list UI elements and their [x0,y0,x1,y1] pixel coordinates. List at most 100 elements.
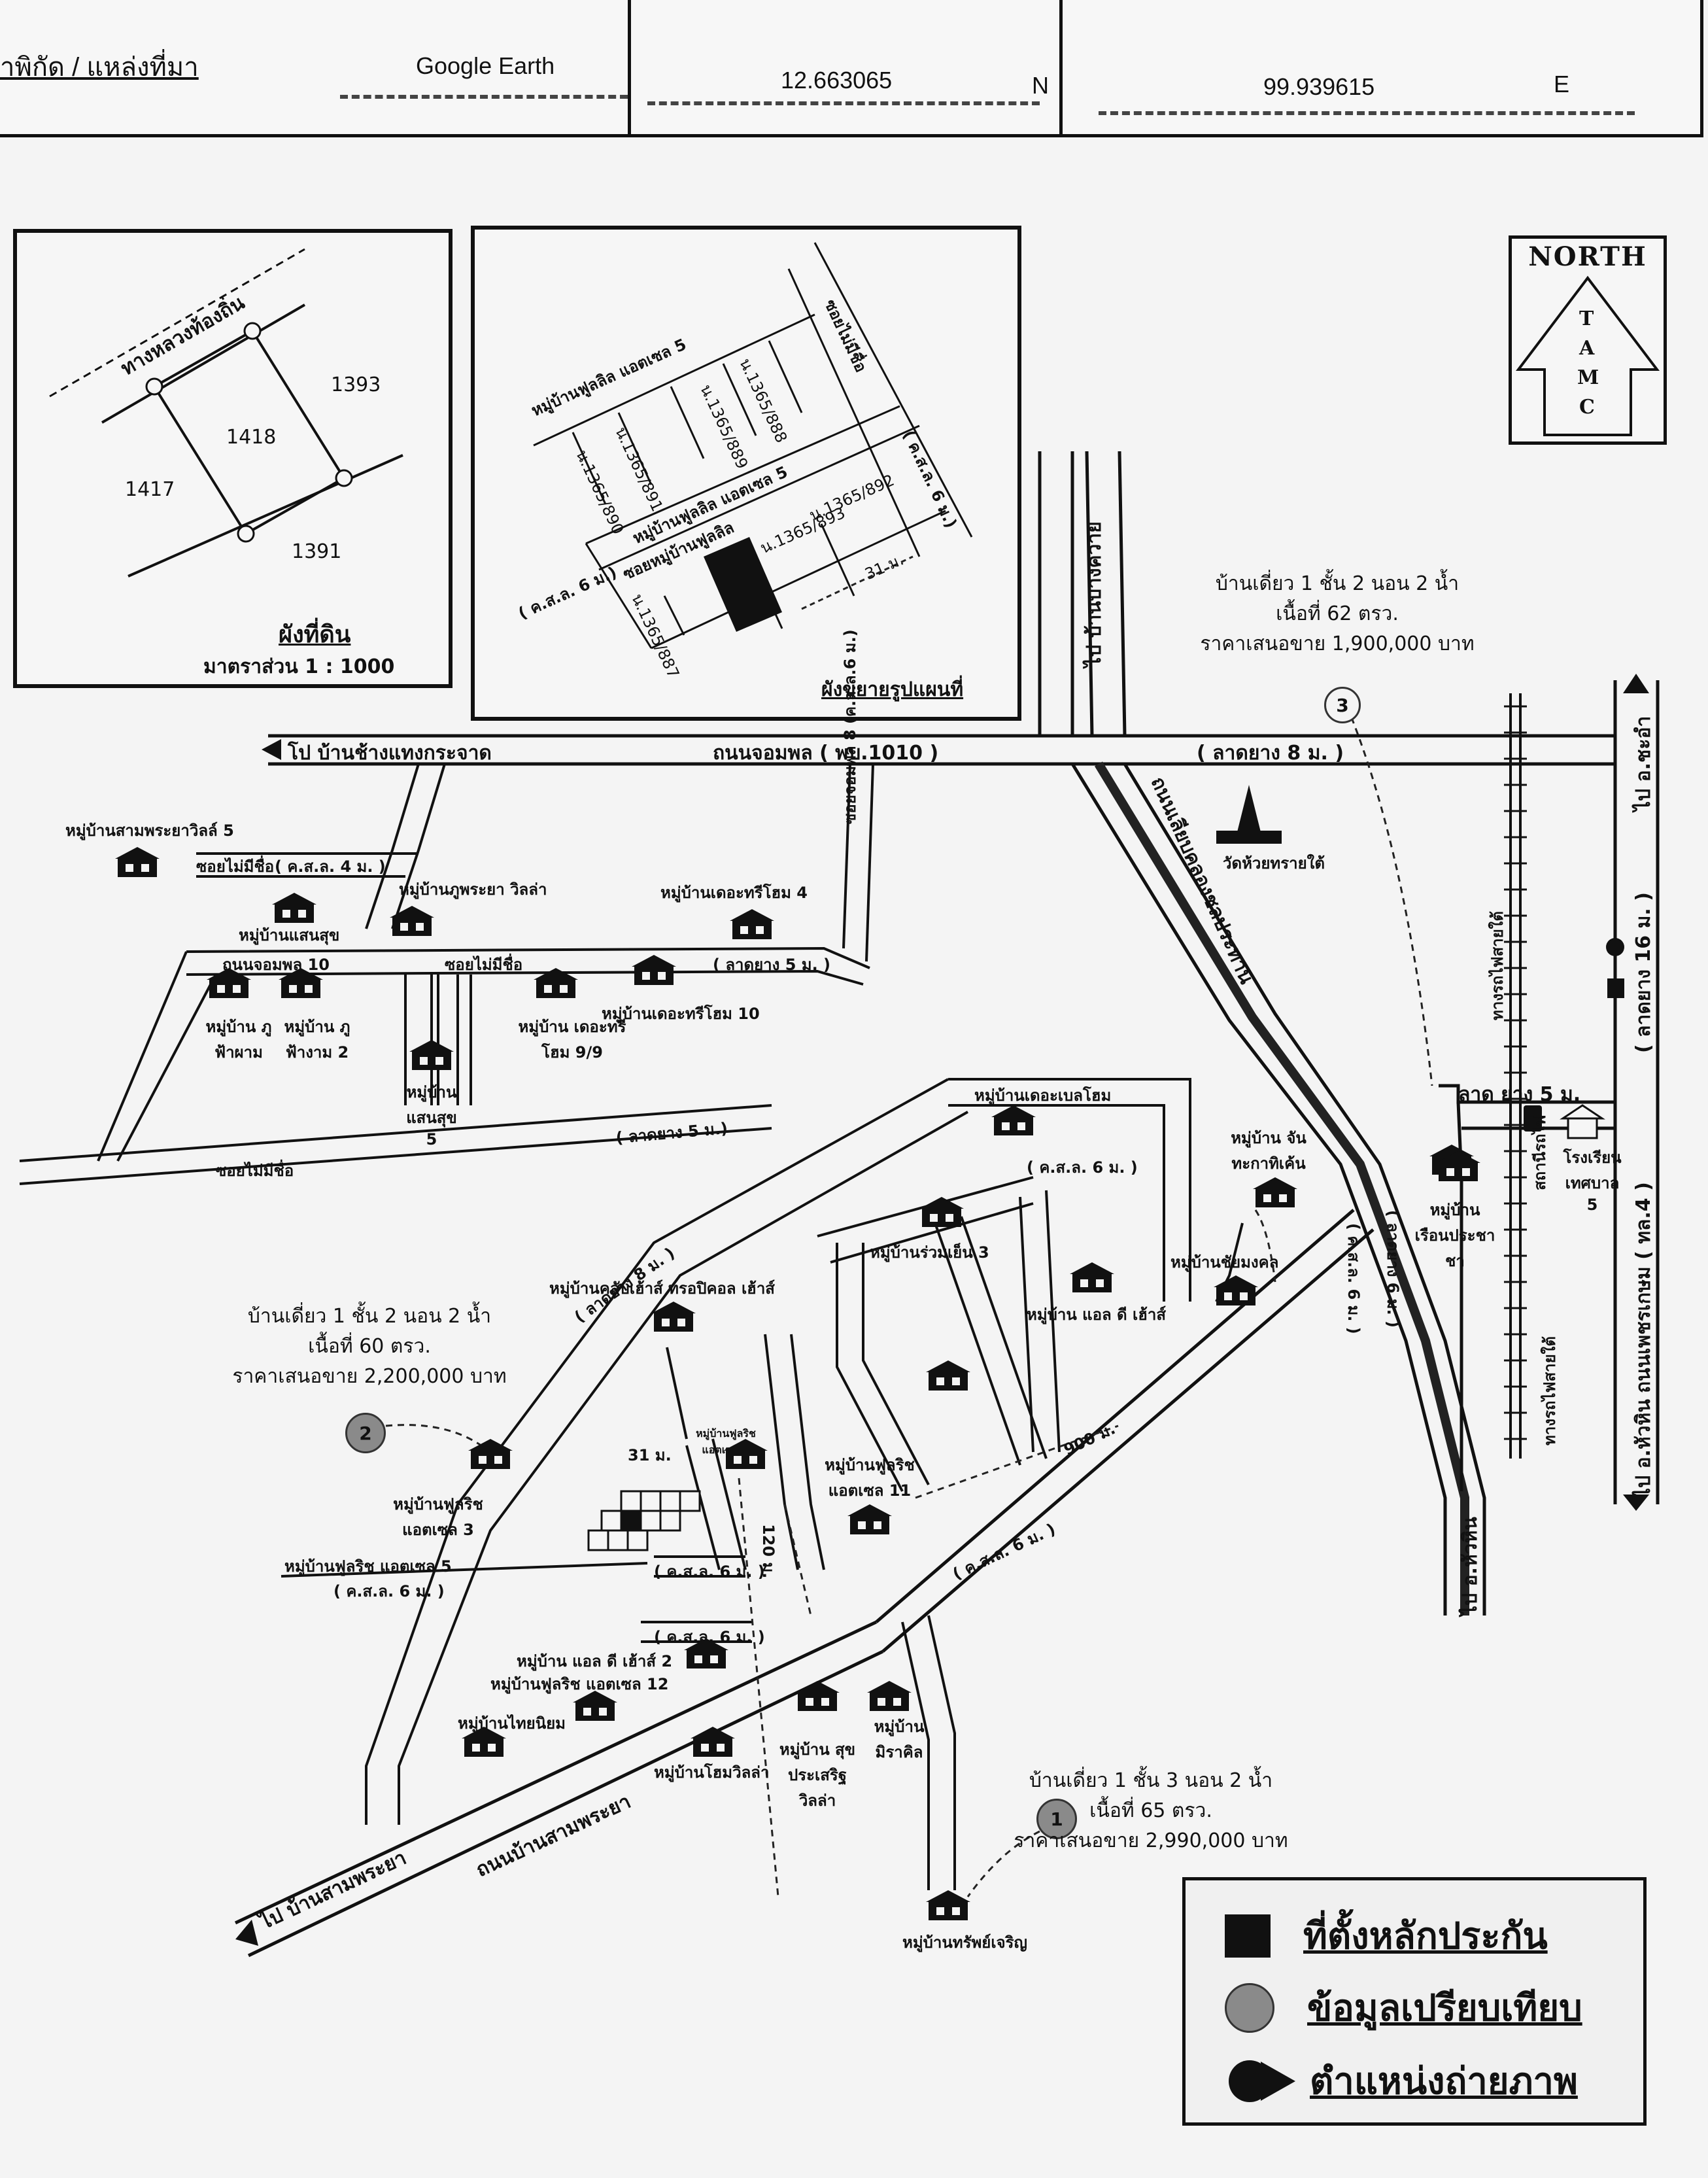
comparable-3-line3: ราคาเสนอขาย 1,900,000 บาท [1200,632,1475,655]
label-asphalt-5: ( ลาดยาง 5 ม. ) [713,956,831,974]
gas-station-icon [1606,938,1624,998]
house-icon [867,1681,912,1711]
house-icon [684,1638,728,1668]
plot-plan-scale: มาตราส่วน 1 : 1000 [203,655,395,678]
header-dots [1099,111,1635,115]
label-village: หมู่บ้าน จันทะกาทิเค้น [1231,1129,1307,1173]
road-phetkasem [1613,680,1660,1504]
railway-ties [1504,705,1527,1440]
road-network-left [19,763,874,1185]
label-soi-unnamed-2: ซอยไม่มีชื่อ [196,857,275,876]
house-icon [1070,1262,1114,1292]
comparable-note-3: บ้านเดี่ยว 1 ชั้น 2 นอน 2 น้ำ เนื้อที่ 6… [1197,569,1478,659]
label-village: หมู่บ้านฟูลริช แอตเซล 12 [490,1675,669,1693]
comparable-note-1: บ้านเดี่ยว 1 ชั้น 3 นอน 2 น้ำ เนื้อที่ 6… [1014,1766,1288,1856]
label-village: หมู่บ้านร่วมเย็น 3 [870,1243,989,1262]
label-village: หมู่บ้านสามพระยาวิลล์ 5 [65,821,234,840]
latitude-value: 12.663065 [781,67,893,94]
house-icon [651,1302,696,1332]
header-dots [340,95,628,99]
house-icon [279,968,323,998]
label-village: หมู่บ้านฟูลริช แอตเซล 3 [393,1495,483,1539]
house-icon [115,847,160,877]
comparable-2-line2: เนื้อที่ 60 ตรว. [308,1335,431,1358]
label-village: หมู่บ้านชัยมงคล [1170,1253,1279,1271]
comparable-1-line1: บ้านเดี่ยว 1 ชั้น 3 นอน 2 น้ำ [1029,1769,1273,1792]
house-icon [272,893,316,923]
house-icon [795,1681,840,1711]
label-village: หมู่บ้าน เดอะทรีโฮม 9/9 [518,1018,626,1062]
parcel-west: 1417 [125,478,175,501]
label-village: หมู่บ้าน เรือนประชาชา [1414,1201,1495,1270]
label-village: หมู่บ้าน มิราคิล [874,1718,925,1761]
road-jomphon [268,734,1615,766]
comparable-1-line2: เนื้อที่ 65 ตรว. [1089,1799,1212,1822]
label-village: หมู่บ้านเดอะทรีโฮม 4 [660,884,808,902]
comparable-marker-1: 1 [1036,1799,1077,1839]
house-icon [847,1504,892,1534]
house-icon [1214,1275,1258,1305]
house-icon [926,1360,970,1391]
house-icon [390,906,434,936]
comparable-2-line3: ราคาเสนอขาย 2,200,000 บาท [232,1365,507,1388]
longitude-dir: E [1554,71,1570,97]
label-village: หมู่บ้าน แสนสุข 5 [406,1083,457,1149]
label-soi-unnamed-3: ซอยไม่มีชื่อ [445,956,523,974]
label-concrete-6d: ( ค.ส.ล. 6 ม. ) [333,1582,445,1600]
label-village: หมู่บ้านฟูลริช แอตเซล 11 [825,1456,915,1500]
label-village: หมู่บ้าน ภูฟ้างาม 2 [284,1018,350,1062]
label-concrete-6: ( ค.ส.ล. 6 ม. ) [1027,1158,1138,1177]
house-icon [723,1439,768,1469]
house-icon [919,1197,964,1227]
station-icon [1524,1105,1542,1132]
road-irrigation [1070,761,1486,1616]
label-asphalt-5-mid: ลาด ยาง 5 ม. [1458,1083,1581,1106]
north-arrow-box: NORTH T A M C [1509,235,1667,445]
label-village: หมู่บ้าน สุขประเสริฐ วิลล่า [779,1740,856,1810]
comparable-2-line1: บ้านเดี่ยว 1 ชั้น 2 นอน 2 น้ำ [247,1305,492,1328]
photo-arrow-icon [1229,2060,1295,2102]
longitude-value: 99.939615 [1263,73,1375,100]
detail-map-box: หมู่บ้านฟูลลิล แอตเซล 5 หมู่บ้านฟูลลิล แ… [471,226,1021,721]
legend-collateral: ที่ตั้งหลักประกัน [1303,1915,1548,1958]
label-village: หมู่บ้าน ภูฟ้าผาม [205,1018,272,1062]
comparable-marker-3: 3 [1324,687,1361,723]
label-village: หมู่บ้านไทยนิยม [458,1714,566,1733]
house-icon [409,1040,454,1070]
legend-row-comparable: ข้อมูลเปรียบเทียบ [1225,1979,1582,2037]
legend-comparable: ข้อมูลเปรียบเทียบ [1307,1987,1582,2030]
label-village: หมู่บ้าน แอล ดี เฮ้าส์ 2 [517,1652,673,1670]
header-label: าพิกัด / แหล่งที่มา [0,53,199,82]
label-village: หมู่บ้าน แอล ดี เฮ้าส์ [1027,1305,1166,1324]
plot-plan-drawing [49,248,403,578]
school-icon [1560,1104,1605,1139]
legend-photo: ตำแหน่งถ่ายภาพ [1310,2060,1578,2103]
label-asphalt-8: ( ลาดยาง 8 ม. ) [1197,742,1344,765]
house-icon [1253,1177,1297,1207]
parcel-north: 1393 [331,373,381,396]
label-village: หมู่บ้านทรัพย์เจริญ [902,1933,1027,1952]
north-label: NORTH [1528,241,1647,272]
road-end-arrows [235,674,1649,1946]
house-icon [468,1439,513,1469]
house-icon [534,968,578,998]
road-bang-khwai [1038,451,1127,736]
map-legend: ที่ตั้งหลักประกัน ข้อมูลเปรียบเทียบ ตำแห… [1182,1877,1647,2126]
label-concrete-4: ( ค.ส.ล. 4 ม. ) [275,857,386,876]
plot-plan-box: ทางหลวงท้องถิ่น 1418 1393 1417 1391 ผังท… [13,229,453,688]
comparable-3-line2: เนื้อที่ 62 ตรว. [1276,602,1399,625]
north-letter: M [1577,366,1599,389]
header-strip: าพิกัด / แหล่งที่มา Google Earth 12.6630… [0,0,1703,137]
label-jomphon-road: ถนนจอมพล ( พบ.1010 ) [713,742,939,765]
label-village: หมู่บ้านภูพระยา วิลล่า [399,880,547,899]
label-village: หมู่บ้านคลับเฮ้าส์ ทรอปิคอล เฮ้าส์ [549,1279,775,1298]
label-jomphon-10: ถนนจอมพล 10 [222,956,330,974]
north-arrow-icon [1515,275,1660,436]
parcel-south: 1391 [292,540,342,563]
parcel-main: 1418 [226,426,277,449]
header-source: Google Earth [416,52,555,79]
house-icon [926,1890,970,1920]
label-wat: วัดห้วยทรายใต้ [1223,854,1325,873]
